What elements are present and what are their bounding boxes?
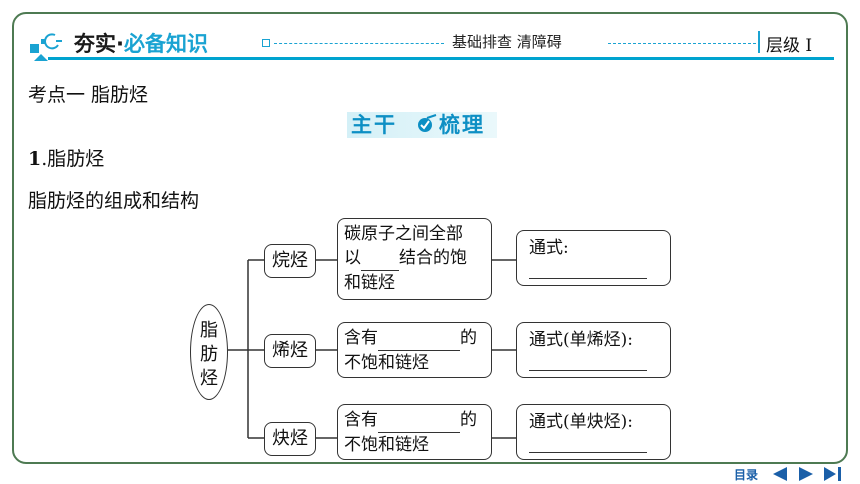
level-label: 层级 Ⅰ [766,36,813,56]
section-title: 夯实·必备知识 [74,32,208,56]
main-outline-banner: 主干 梳理 [347,106,497,140]
answer-blank [529,271,647,279]
description-node-alkane: 碳原子之间全部 以 结合的饱 和链烃 [337,218,492,300]
intro-paragraph: 脂肪烃的组成和结构 [28,190,200,212]
description-node-alkyne: 含有 的 不饱和链烃 [337,404,492,460]
previous-slide-icon[interactable] [770,466,790,482]
topic-title: 考点一 脂肪烃 [28,84,149,106]
section-heading: 1.脂肪烃 [28,148,105,170]
banner-left-text: 主干 [351,113,397,137]
diagram-connectors [228,259,516,439]
formula-node-alkene: 通式(单烯烃): [516,322,671,378]
header-dashed-line-right [608,43,756,44]
category-node-alkyne: 炔烃 [264,422,316,456]
header-underline [48,57,834,60]
table-of-contents-link[interactable]: 目录 [734,468,759,482]
header-divider [758,31,760,53]
check-circle-icon [415,114,437,134]
section-decoration-icon [28,30,64,62]
formula-node-alkyne: 通式(单炔烃): [516,404,671,460]
answer-blank [361,246,399,271]
formula-node-alkane: 通式: [516,230,671,286]
category-node-alkane: 烷烃 [264,244,316,278]
answer-blank [378,326,460,351]
header-square-marker [262,39,270,47]
next-slide-icon[interactable] [796,466,816,482]
aliphatic-hydrocarbon-diagram: 脂 肪 烃 烷烃 碳原子之间全部 以 结合的饱 和链烃 通式: 烯烃 含有 的 … [14,214,846,462]
answer-blank [529,445,647,453]
description-node-alkene: 含有 的 不饱和链烃 [337,322,492,378]
answer-blank [529,363,647,371]
category-node-alkene: 烯烃 [264,334,316,368]
last-slide-icon[interactable] [822,466,844,482]
header-center-note: 基础排查 清障碍 [452,33,562,51]
root-node-aliphatic-hydrocarbon: 脂 肪 烃 [190,304,228,400]
content-frame: 夯实·必备知识 基础排查 清障碍 层级 Ⅰ 考点一 脂肪烃 主干 梳理 1.脂肪… [12,12,848,464]
header-dashed-line-left [274,43,444,44]
answer-blank [378,408,460,433]
banner-right-text: 梳理 [439,113,485,137]
